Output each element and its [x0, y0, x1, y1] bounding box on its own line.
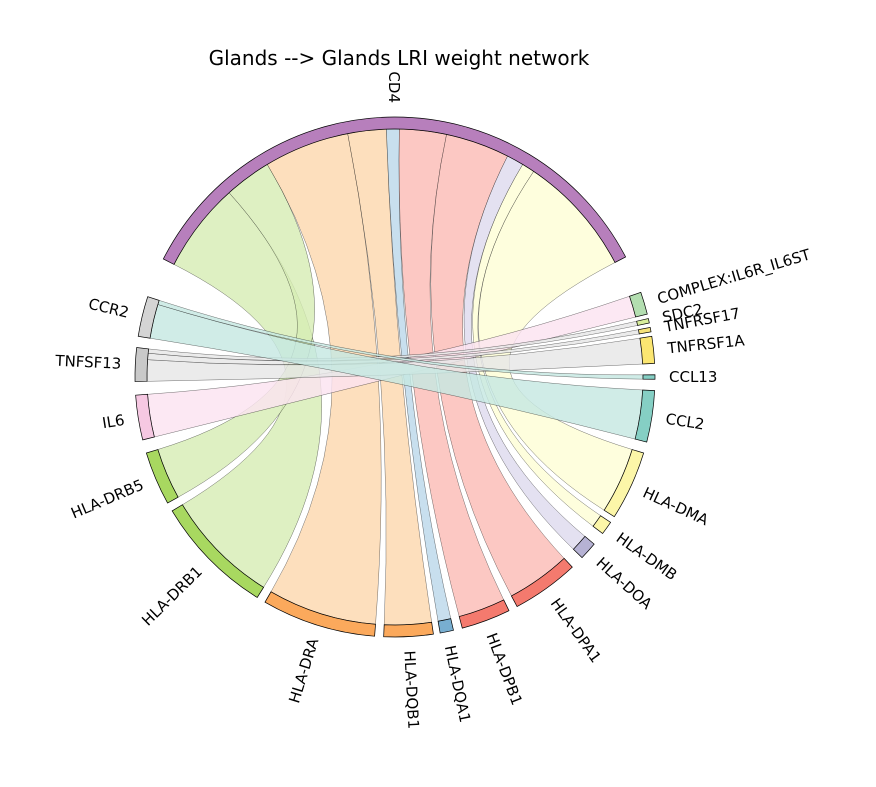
node-label-ccl2: CCL2 [664, 410, 705, 434]
node-arcs [134, 116, 656, 638]
node-label-hla-dpa1: HLA-DPA1 [547, 595, 605, 666]
node-label-hla-dpb1: HLA-DPB1 [483, 630, 526, 707]
node-arc-hla-dpb1 [458, 599, 510, 629]
node-arc-ccl2 [634, 389, 656, 443]
node-arc-tnfrsf1a [639, 335, 656, 365]
node-label-tnfrsf1a: TNFRSF1A [666, 331, 747, 357]
node-arc-ccr2 [137, 296, 160, 339]
node-label-hla-dqb1: HLA-DQB1 [400, 650, 422, 729]
node-arc-hla-dra [264, 591, 376, 637]
chord-links [146, 128, 644, 626]
node-arc-ccl13 [642, 374, 656, 380]
node-arc-hla-drb1 [171, 504, 265, 598]
node-arc-hla-dpa1 [510, 557, 573, 608]
node-label-ccl13: CCL13 [669, 368, 717, 386]
node-label-hla-drb5: HLA-DRB5 [68, 476, 146, 523]
node-label-tnfsf13: TNFSF13 [54, 352, 122, 373]
node-label-hla-dra: HLA-DRA [285, 635, 322, 705]
node-arc-hla-dma [603, 449, 645, 518]
node-arc-hla-doa [572, 535, 595, 559]
node-arc-tnfsf13 [134, 347, 149, 382]
node-arc-sdc2 [636, 318, 650, 326]
node-arc-il6 [135, 393, 155, 441]
node-arc-hla-dqa1 [437, 618, 454, 634]
node-arc-complex-il6r-il6st [629, 291, 648, 318]
node-label-il6: IL6 [101, 411, 126, 432]
node-arc-tnfrsf17 [638, 326, 652, 335]
node-label-hla-dqa1: HLA-DQA1 [441, 644, 474, 725]
node-arc-hla-dmb [592, 515, 612, 534]
node-label-complex-il6r-il6st: COMPLEX:IL6R_IL6ST [655, 245, 813, 309]
node-arc-hla-drb5 [145, 449, 179, 504]
node-arc-cd4 [162, 116, 627, 265]
node-label-cd4: CD4 [385, 71, 403, 103]
node-label-ccr2: CCR2 [87, 295, 131, 322]
chart-title: Glands --> Glands LRI weight network [209, 46, 590, 70]
node-label-hla-dma: HLA-DMA [640, 484, 712, 530]
node-label-hla-drb1: HLA-DRB1 [138, 563, 206, 630]
node-arc-hla-dqb1 [383, 621, 434, 638]
